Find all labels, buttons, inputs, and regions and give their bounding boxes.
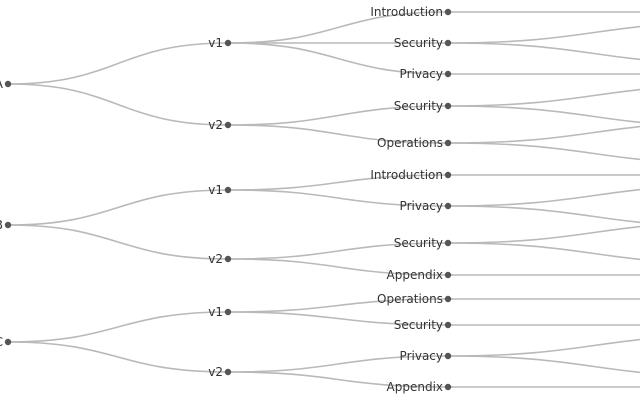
node-label: Operations (377, 292, 443, 306)
tree-link (447, 188, 640, 207)
tree-link (447, 355, 640, 374)
tree-link (7, 42, 229, 85)
tree-link (447, 25, 640, 44)
node-label: Security (394, 36, 443, 50)
tree-link (227, 189, 449, 207)
leaf-node[interactable]: Security (394, 318, 452, 332)
node-label: v1 (208, 36, 223, 50)
tree-link (227, 174, 449, 191)
tree-link (447, 205, 640, 224)
tree-link (447, 338, 640, 357)
node-label: Appendix (387, 268, 443, 282)
leaf-node[interactable]: Privacy (400, 67, 452, 81)
leaf-node[interactable]: Security (394, 236, 452, 250)
leaf-node[interactable]: Introduction (370, 168, 452, 182)
node-dot (444, 352, 452, 360)
node-dot (224, 39, 232, 47)
node-dot (444, 39, 452, 47)
node-label: C (0, 335, 3, 349)
leaf-node[interactable]: Operations (377, 292, 452, 306)
node-label: Privacy (400, 349, 443, 363)
tree-link (7, 341, 229, 373)
node-label: Security (394, 236, 443, 250)
root-node[interactable]: C (0, 335, 12, 349)
node-label: v2 (208, 118, 223, 132)
tree-link (447, 242, 640, 261)
node-dot (224, 255, 232, 263)
node-label: Introduction (370, 168, 443, 182)
node-dot (224, 121, 232, 129)
version-node[interactable]: v2 (208, 252, 232, 266)
tree-link (227, 42, 449, 75)
version-node[interactable]: v1 (208, 36, 232, 50)
tree-link (227, 298, 449, 313)
node-dot (444, 321, 452, 329)
tree-link (7, 83, 229, 126)
node-dot (4, 80, 12, 88)
node-label: Introduction (370, 5, 443, 19)
node-label: Appendix (387, 380, 443, 394)
leaf-node[interactable]: Security (394, 36, 452, 50)
tree-link (447, 225, 640, 244)
node-label: v1 (208, 183, 223, 197)
leaf-node[interactable]: Privacy (400, 349, 452, 363)
node-dot (444, 8, 452, 16)
links-layer (7, 11, 640, 388)
tree-link (227, 105, 449, 126)
node-label: B (0, 218, 3, 232)
node-dot (444, 383, 452, 391)
tree-link (227, 11, 449, 44)
tree-link (447, 88, 640, 107)
tree-link (7, 311, 229, 343)
leaf-node[interactable]: Appendix (387, 268, 452, 282)
leaf-node[interactable]: Privacy (400, 199, 452, 213)
leaf-node[interactable]: Appendix (387, 380, 452, 394)
node-label: Security (394, 318, 443, 332)
tree-link (447, 42, 640, 61)
node-label: v2 (208, 365, 223, 379)
tree-link (227, 258, 449, 276)
node-label: Privacy (400, 199, 443, 213)
tree-link (227, 371, 449, 388)
tree-link (447, 105, 640, 124)
node-label: Operations (377, 136, 443, 150)
node-label: v1 (208, 305, 223, 319)
tree-link (227, 355, 449, 373)
node-dot (4, 338, 12, 346)
root-node[interactable]: B (0, 218, 12, 232)
tree-link (447, 142, 640, 161)
node-dot (444, 271, 452, 279)
leaf-node[interactable]: Introduction (370, 5, 452, 19)
node-label: v2 (208, 252, 223, 266)
node-label: Privacy (400, 67, 443, 81)
tree-link (7, 224, 229, 260)
tree-link (447, 125, 640, 144)
node-dot (4, 221, 12, 229)
version-node[interactable]: v1 (208, 305, 232, 319)
version-node[interactable]: v2 (208, 118, 232, 132)
leaf-node[interactable]: Security (394, 99, 452, 113)
version-node[interactable]: v1 (208, 183, 232, 197)
root-node[interactable]: A (0, 77, 12, 91)
node-label: A (0, 77, 4, 91)
nodes-layer: IntroductionSecurityPrivacyv1SecurityOpe… (0, 5, 452, 394)
node-dot (444, 139, 452, 147)
tree-link (227, 124, 449, 144)
tree-link (7, 189, 229, 226)
node-dot (444, 70, 452, 78)
node-dot (444, 239, 452, 247)
node-dot (444, 102, 452, 110)
tree-link (227, 311, 449, 326)
node-dot (444, 171, 452, 179)
node-dot (224, 368, 232, 376)
node-dot (444, 295, 452, 303)
node-dot (444, 202, 452, 210)
node-dot (224, 308, 232, 316)
node-label: Security (394, 99, 443, 113)
node-dot (224, 186, 232, 194)
leaf-node[interactable]: Operations (377, 136, 452, 150)
version-node[interactable]: v2 (208, 365, 232, 379)
tree-link (227, 242, 449, 260)
